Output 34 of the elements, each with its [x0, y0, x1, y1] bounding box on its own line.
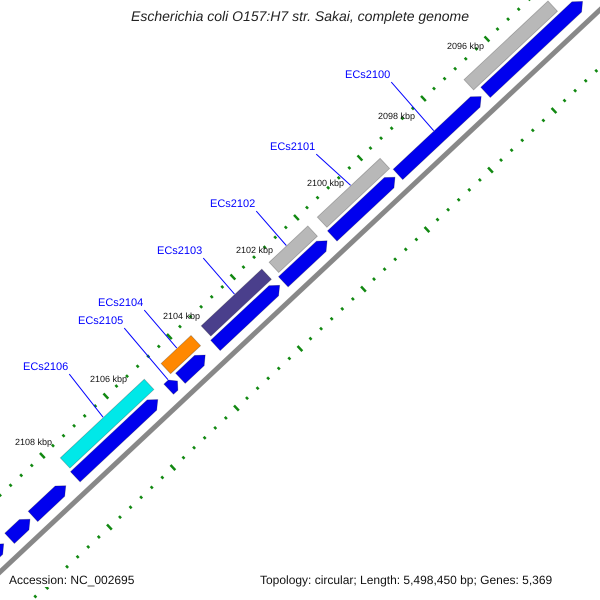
scale-label: 2100 kbp	[307, 179, 344, 189]
leader-line	[316, 154, 352, 186]
scale-label: 2098 kbp	[378, 112, 416, 122]
scale-label: 2096 kbp	[447, 42, 484, 52]
gene-feature	[4, 518, 30, 544]
scale-label: 2102 kbp	[236, 246, 274, 256]
scale-label: 2106 kbp	[90, 375, 128, 385]
leader-line	[144, 310, 178, 349]
leader-line	[202, 258, 235, 295]
gene-label: ECs2105	[78, 315, 124, 328]
gene-label: ECs2100	[345, 69, 390, 82]
gene-feature	[70, 399, 158, 482]
gene-feature	[28, 485, 66, 522]
gene-label: ECs2101	[270, 141, 316, 154]
gene-bar	[160, 334, 202, 374]
gene-label: ECs2104	[98, 297, 144, 310]
gene-label: ECs2102	[210, 198, 256, 210]
gene-feature	[175, 354, 206, 384]
accession-text: Accession: NC_002695	[9, 574, 134, 588]
title: Escherichia coli O157:H7 str. Sakai, complete genome	[130, 9, 470, 24]
scale-label: 2108 kbp	[15, 438, 52, 448]
leader-line	[256, 210, 287, 246]
genome-info-text: Topology: circular; Length: 5,498,450 bp; Genes: 5,369	[260, 574, 552, 588]
scale-label: 2104 kbp	[163, 312, 200, 322]
gene-label: ECs2103	[157, 245, 202, 258]
leader-line	[390, 82, 434, 132]
gene-bar	[200, 268, 272, 337]
gene-feature	[210, 284, 280, 352]
leader-line	[124, 328, 168, 380]
gene-feature	[326, 176, 396, 242]
gene-label: ECs2106	[23, 361, 68, 374]
gene-feature	[278, 240, 328, 288]
leader-line	[68, 374, 104, 418]
gene-feature	[163, 380, 178, 395]
